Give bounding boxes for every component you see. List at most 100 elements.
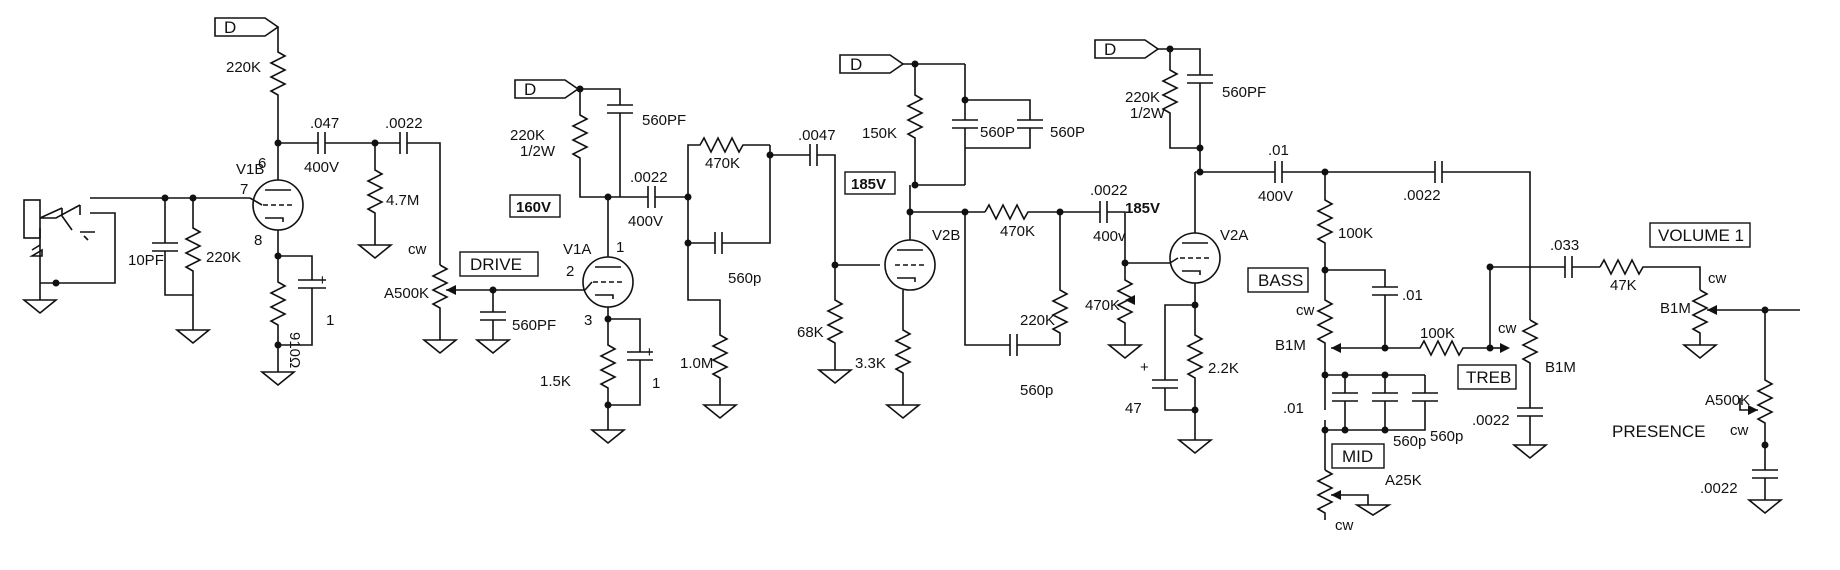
- v1b-plate-resistor: 220K: [226, 38, 287, 140]
- mid-cw: cw: [1335, 517, 1354, 534]
- presence-label: PRESENCE: [1612, 422, 1706, 441]
- volume-label-text: VOLUME 1: [1658, 226, 1744, 245]
- tube-v1b: V1B 6 7 8: [236, 155, 304, 249]
- tube-v2a: V2A: [1169, 227, 1248, 284]
- mid-cap3-label: 560p: [1430, 428, 1463, 445]
- input-resistor: 220K: [174, 198, 241, 345]
- supply-flag-4: D: [1094, 39, 1160, 59]
- mid-pot: A25K cw: [1316, 469, 1422, 534]
- v1b-cathode-cap-label: 1: [326, 312, 334, 329]
- v1a-shunt-resistor-label: 1.0M: [680, 355, 713, 372]
- v1a-cathode-resistor: 1.5K: [540, 319, 627, 445]
- tonestack-input-cap: .01 400V: [1258, 142, 1325, 205]
- mid-caps: 560p 560p: [1325, 375, 1463, 450]
- drive-label: DRIVE: [459, 251, 539, 277]
- treble-label: TREB: [1457, 364, 1517, 390]
- drive-cw: cw: [408, 241, 427, 258]
- input-cap-label: 10PF: [128, 252, 164, 269]
- cap-047-voltage: 400V: [304, 159, 339, 176]
- treble-pot-label: B1M: [1545, 359, 1576, 376]
- tube-v1b-label: V1B: [236, 161, 264, 178]
- input-jack: [21, 199, 116, 315]
- treble-cw: cw: [1498, 320, 1517, 337]
- presence-cap-label: .0022: [1700, 480, 1738, 497]
- v2b-shunt-resistor: 220K: [1020, 212, 1069, 345]
- presence-cw: cw: [1730, 422, 1749, 439]
- mid-cap-label: .01: [1283, 400, 1304, 417]
- cap-0047-label: .0047: [798, 127, 836, 144]
- tonestack-slope-resistor-label: 100K: [1338, 225, 1373, 242]
- treble-cap-label: .0022: [1472, 412, 1510, 429]
- drive-pot: A500K cw: [384, 241, 520, 355]
- v2a-cathode-cap-label: 47: [1125, 400, 1142, 417]
- cap-0047: .0047: [770, 127, 836, 265]
- v2b-grid-resistor-label: 68K: [797, 324, 824, 341]
- supply-flag-1-label: D: [224, 18, 236, 37]
- cap-0022-a-label: .0022: [385, 115, 423, 132]
- v2b-plate-resistor-label: 150K: [862, 125, 897, 142]
- presence-cap: .0022: [1700, 445, 1784, 515]
- cap-047: .047 400V: [278, 115, 375, 176]
- cap-0022-a: .0022: [375, 115, 441, 265]
- tube-v1a: V1A 1 2 3: [563, 239, 634, 329]
- bass-label-text: BASS: [1258, 271, 1303, 290]
- v1b-cathode-resistor: 910Ω: [259, 256, 303, 387]
- v2a-cathode-resistor: 2.2K: [1176, 305, 1239, 455]
- bass-cap-label: .01: [1402, 287, 1423, 304]
- volume-coupling-cap-label: .033: [1550, 237, 1579, 254]
- drive-shunt-cap: 560PF: [474, 290, 556, 355]
- grid-leak-4-7m: 4.7M: [356, 143, 419, 260]
- supply-flag-2-label: D: [524, 80, 536, 99]
- v2b-plate-cap2-label: 560P: [1050, 124, 1085, 141]
- presence-pot: A500K cw: [1705, 310, 1774, 445]
- v2b-plate-caps: 560P 560P: [952, 64, 1085, 185]
- v2b-cathode-resistor-label: 3.3K: [855, 355, 886, 372]
- v2b-grid-resistor: 68K: [797, 265, 854, 385]
- v1a-pin-plate: 1: [616, 239, 624, 256]
- v1b-plate-resistor-label: 220K: [226, 59, 261, 76]
- v1a-plate-resistor-rating: 1/2W: [520, 143, 556, 160]
- drive-pot-label: A500K: [384, 285, 429, 302]
- treble-label-text: TREB: [1466, 368, 1511, 387]
- tonestack-input-cap-voltage: 400V: [1258, 188, 1293, 205]
- v1b-cathode-resistor-label: 910Ω: [286, 332, 303, 368]
- v1a-cathode-resistor-label: 1.5K: [540, 373, 571, 390]
- v1b-pin-cathode: 8: [254, 232, 262, 249]
- v1a-voltage-tag: 160V: [509, 194, 561, 218]
- v2a-cathode-cap-polarity: +: [1140, 359, 1149, 376]
- mid-pot-label: A25K: [1385, 472, 1422, 489]
- v2b-plate-cap1-label: 560P: [980, 124, 1015, 141]
- volume-cw: cw: [1708, 270, 1727, 287]
- v1a-cathode-cap-polarity: +: [645, 344, 654, 361]
- input-cap-10pf: 10PF: [128, 198, 193, 296]
- v2b-shunt-resistor-label: 220K: [1020, 312, 1055, 329]
- cap-047-label: .047: [310, 115, 339, 132]
- grid-leak-label: 4.7M: [386, 192, 419, 209]
- cap-0022-b: .0022 400V: [620, 169, 688, 230]
- v2a-cathode-resistor-label: 2.2K: [1208, 360, 1239, 377]
- tube-v2b-label: V2B: [932, 227, 960, 244]
- treble-cap: .0022: [1472, 400, 1549, 460]
- v2a-grid-pot: 470K: [1085, 263, 1144, 360]
- tube-v2a-label: V2A: [1220, 227, 1248, 244]
- bass-label: BASS: [1247, 267, 1309, 293]
- input-resistor-label: 220K: [206, 249, 241, 266]
- bass-pot-label: B1M: [1275, 337, 1306, 354]
- cap-0022-c-voltage: 400v: [1093, 228, 1126, 245]
- mid-label-text: MID: [1342, 447, 1373, 466]
- v2b-voltage-tag: 185V: [844, 171, 896, 195]
- v2a-plate-resistor: 220K 1/2W: [1125, 49, 1200, 149]
- drive-label-text: DRIVE: [470, 255, 522, 274]
- volume-label: VOLUME 1: [1649, 222, 1751, 248]
- cap-0022-b-label: .0022: [630, 169, 668, 186]
- v2b-plate-resistor: 150K: [862, 64, 924, 185]
- bass-cap: .01: [1325, 269, 1423, 348]
- tube-v1a-label: V1A: [563, 241, 591, 258]
- supply-flag-1: D: [214, 17, 280, 38]
- tube-v2b: V2B: [884, 227, 960, 291]
- v2a-plate-resistor-label: 220K: [1125, 89, 1160, 106]
- tonestack-treble-cap: .0022: [1325, 161, 1531, 320]
- volume-series-resistor: 47K: [1599, 258, 1701, 294]
- tonestack-series-resistor-label: 100K: [1420, 325, 1455, 342]
- mid-cap2-label: 560p: [1393, 433, 1426, 450]
